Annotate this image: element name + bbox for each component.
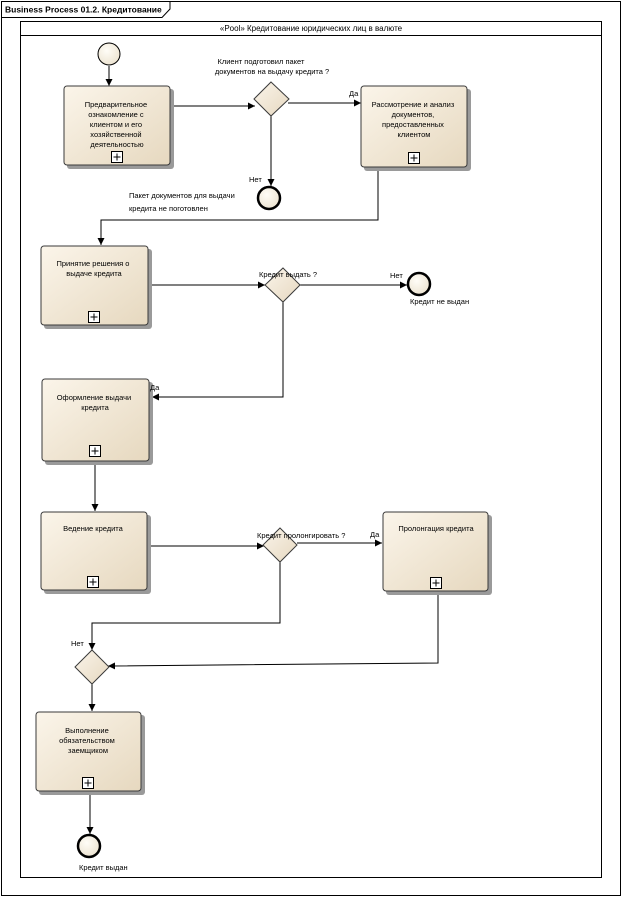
- pool: [20, 21, 602, 878]
- subprocess-marker-icon[interactable]: [430, 577, 442, 589]
- task-preliminary: Предварительное ознакомление с клиентом …: [63, 85, 174, 169]
- flow-prolongation-to-merge: [107, 591, 439, 670]
- task-decision: Принятие решения о выдаче кредита: [40, 245, 152, 329]
- label-no-docs: Нет: [249, 175, 262, 184]
- gateway-prolong: [262, 527, 298, 563]
- gateway-docs-ready-label-1: Клиент подготовил пакет: [218, 57, 305, 66]
- end-event-docs-not-ready: [256, 185, 282, 211]
- end-event-credit-not-issued: [406, 271, 432, 297]
- task-review-line-3: предоставленных: [382, 120, 444, 129]
- gateway-merge: [74, 649, 110, 685]
- svg-text:Пролонгация кредита: Пролонгация кредита: [398, 524, 474, 533]
- svg-text:Принятие решения о выдач: Принятие решения о выдаче кредита: [56, 259, 131, 278]
- task-prolongation-line-1: Пролонгация кредита: [398, 524, 474, 533]
- gateway-docs-ready-label-2: документов на выдачу кредита ?: [215, 67, 329, 76]
- svg-text:Пакет документов для выдачи: Пакет документов для выдачи кредита не п…: [129, 191, 237, 213]
- flow-gateway-no-to-merge: [88, 560, 281, 650]
- gateway-docs-ready: [253, 81, 290, 117]
- task-review-line-1: Рассмотрение и анализ: [372, 100, 455, 109]
- label-yes-issue: Да: [150, 383, 160, 392]
- frame-tab: [1, 1, 171, 18]
- label-credit-issued: Кредит выдан: [79, 863, 128, 872]
- task-preliminary-line-3: клиентом и его: [90, 120, 142, 129]
- task-review: Рассмотрение и анализ документов, предос…: [360, 85, 471, 171]
- svg-text:Клиент подготовил пакет до: Клиент подготовил пакет документов на вы…: [215, 57, 329, 76]
- task-review-line-4: клиентом: [398, 130, 431, 139]
- label-docs-not-ready-2: кредита не поготовлен: [129, 204, 208, 213]
- flow-gateway-yes-to-issue: [152, 300, 284, 401]
- pool-title: «Pool» Кредитование юридических лиц в ва…: [220, 24, 403, 33]
- task-preliminary-line-2: ознакомление с: [88, 110, 144, 119]
- svg-text:Предварительное ознакомл: Предварительное ознакомление с клиентом …: [85, 100, 150, 149]
- subprocess-marker-icon[interactable]: [88, 311, 100, 323]
- task-issue: Оформление выдачи кредита: [41, 378, 153, 465]
- label-docs-not-ready-1: Пакет документов для выдачи: [129, 191, 235, 200]
- task-decision-line-2: выдаче кредита: [66, 269, 122, 278]
- label-no-credit: Нет: [390, 271, 403, 280]
- task-preliminary-line-5: деятельностью: [90, 140, 144, 149]
- sequence-flows: [86, 66, 439, 834]
- task-decision-line-1: Принятие решения о: [56, 259, 129, 268]
- task-issue-line-2: кредита: [81, 403, 109, 412]
- subprocess-marker-icon[interactable]: [111, 151, 123, 163]
- label-yes-prolong: Да: [370, 530, 380, 539]
- task-prolongation: Пролонгация кредита: [382, 511, 492, 595]
- subprocess-marker-icon[interactable]: [87, 576, 99, 588]
- frame-title: Business Process 01.2. Кредитование: [5, 5, 162, 15]
- svg-text:Оформление выдачи кредит: Оформление выдачи кредита: [57, 393, 134, 412]
- task-obligations-line-1: Выполнение: [65, 726, 109, 735]
- gateway-issue-credit-label: Кредит выдать ?: [259, 270, 317, 279]
- flow-review-to-decision: [97, 167, 379, 245]
- task-management: Ведение кредита: [40, 511, 151, 594]
- svg-text:Рассмотрение и анализ до: Рассмотрение и анализ документов, предос…: [372, 100, 457, 139]
- start-event: [97, 42, 121, 66]
- task-obligations-line-3: заемщиком: [68, 746, 108, 755]
- task-management-line-1: Ведение кредита: [63, 524, 124, 533]
- gateway-issue-credit: [264, 267, 301, 303]
- gateway-prolong-label: Кредит пролонгировать ?: [257, 531, 345, 540]
- task-preliminary-line-1: Предварительное: [85, 100, 147, 109]
- svg-text:Ведение кредита: Ведение кредита: [63, 524, 124, 533]
- task-review-line-2: документов,: [392, 110, 435, 119]
- end-event-credit-issued: [76, 833, 102, 859]
- svg-text:Выполнение обязательство: Выполнение обязательством заемщиком: [59, 726, 117, 755]
- label-yes-review: Да: [349, 89, 359, 98]
- task-issue-line-1: Оформление выдачи: [57, 393, 132, 402]
- subprocess-marker-icon[interactable]: [408, 152, 420, 164]
- task-obligations: Выполнение обязательством заемщиком: [35, 711, 145, 795]
- task-obligations-line-2: обязательством: [59, 736, 115, 745]
- label-credit-not-issued: Кредит не выдан: [410, 297, 469, 306]
- label-no-prolong: Нет: [71, 639, 84, 648]
- subprocess-marker-icon[interactable]: [89, 445, 101, 457]
- task-preliminary-line-4: хозяйственной: [90, 130, 141, 139]
- subprocess-marker-icon[interactable]: [82, 777, 94, 789]
